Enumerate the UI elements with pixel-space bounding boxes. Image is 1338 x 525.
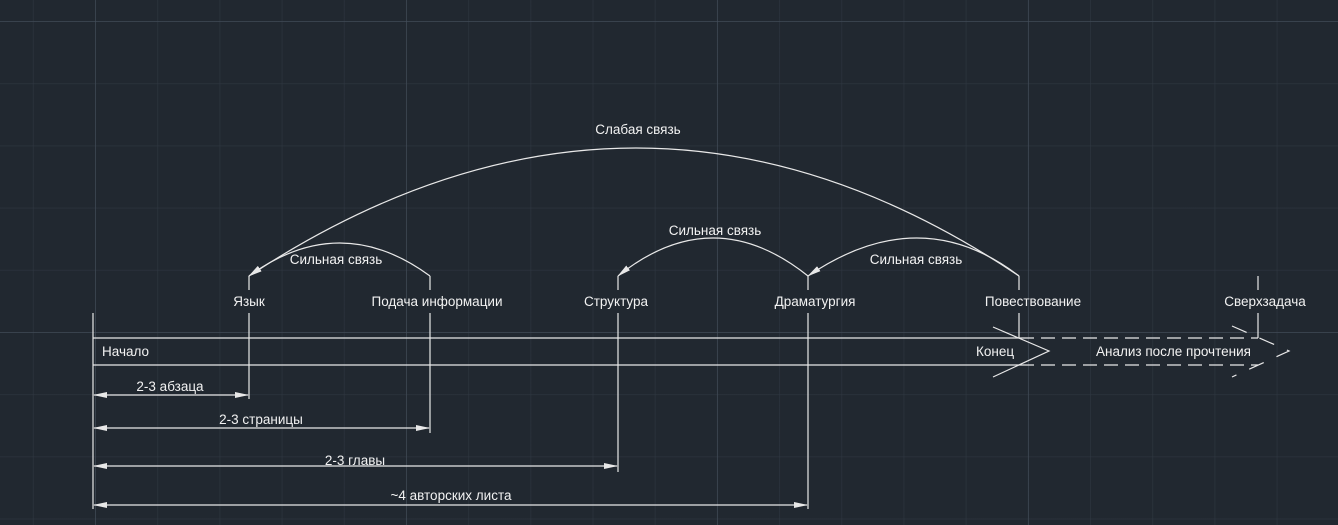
strong-link-label-2: Сильная связь	[669, 223, 762, 238]
strong-link-label-3: Сильная связь	[870, 252, 963, 267]
dimension-label-1: 2-3 абзаца	[136, 379, 204, 394]
band-after-label: Анализ после прочтения	[1096, 344, 1251, 359]
node-dramaturgy: Драматургия	[775, 294, 856, 309]
strong-link-label-1: Сильная связь	[290, 252, 383, 267]
node-info: Подача информации	[371, 294, 502, 309]
node-structure: Структура	[584, 294, 649, 309]
node-lines	[92, 276, 1259, 509]
dimension-label-2: 2-3 страницы	[219, 412, 303, 427]
dimension-label-4: ~4 авторских листа	[391, 488, 512, 503]
band-end-label: Конец	[976, 344, 1014, 359]
end-chevron	[992, 326, 1051, 378]
after-chevron	[1231, 325, 1291, 378]
node-supertask: Сверхзадача	[1224, 294, 1306, 309]
strong-link-arc-3	[807, 237, 1020, 277]
node-language: Язык	[233, 294, 265, 309]
timeline-band	[93, 325, 1291, 378]
band-start-label: Начало	[102, 344, 149, 359]
weak-link-arc	[248, 147, 1020, 277]
node-narration: Повествование	[985, 294, 1081, 309]
strong-link-arc-1	[248, 242, 431, 277]
strong-link-arc-2	[617, 237, 809, 277]
dimension-label-3: 2-3 главы	[325, 453, 385, 468]
weak-link-label: Слабая связь	[595, 122, 680, 137]
